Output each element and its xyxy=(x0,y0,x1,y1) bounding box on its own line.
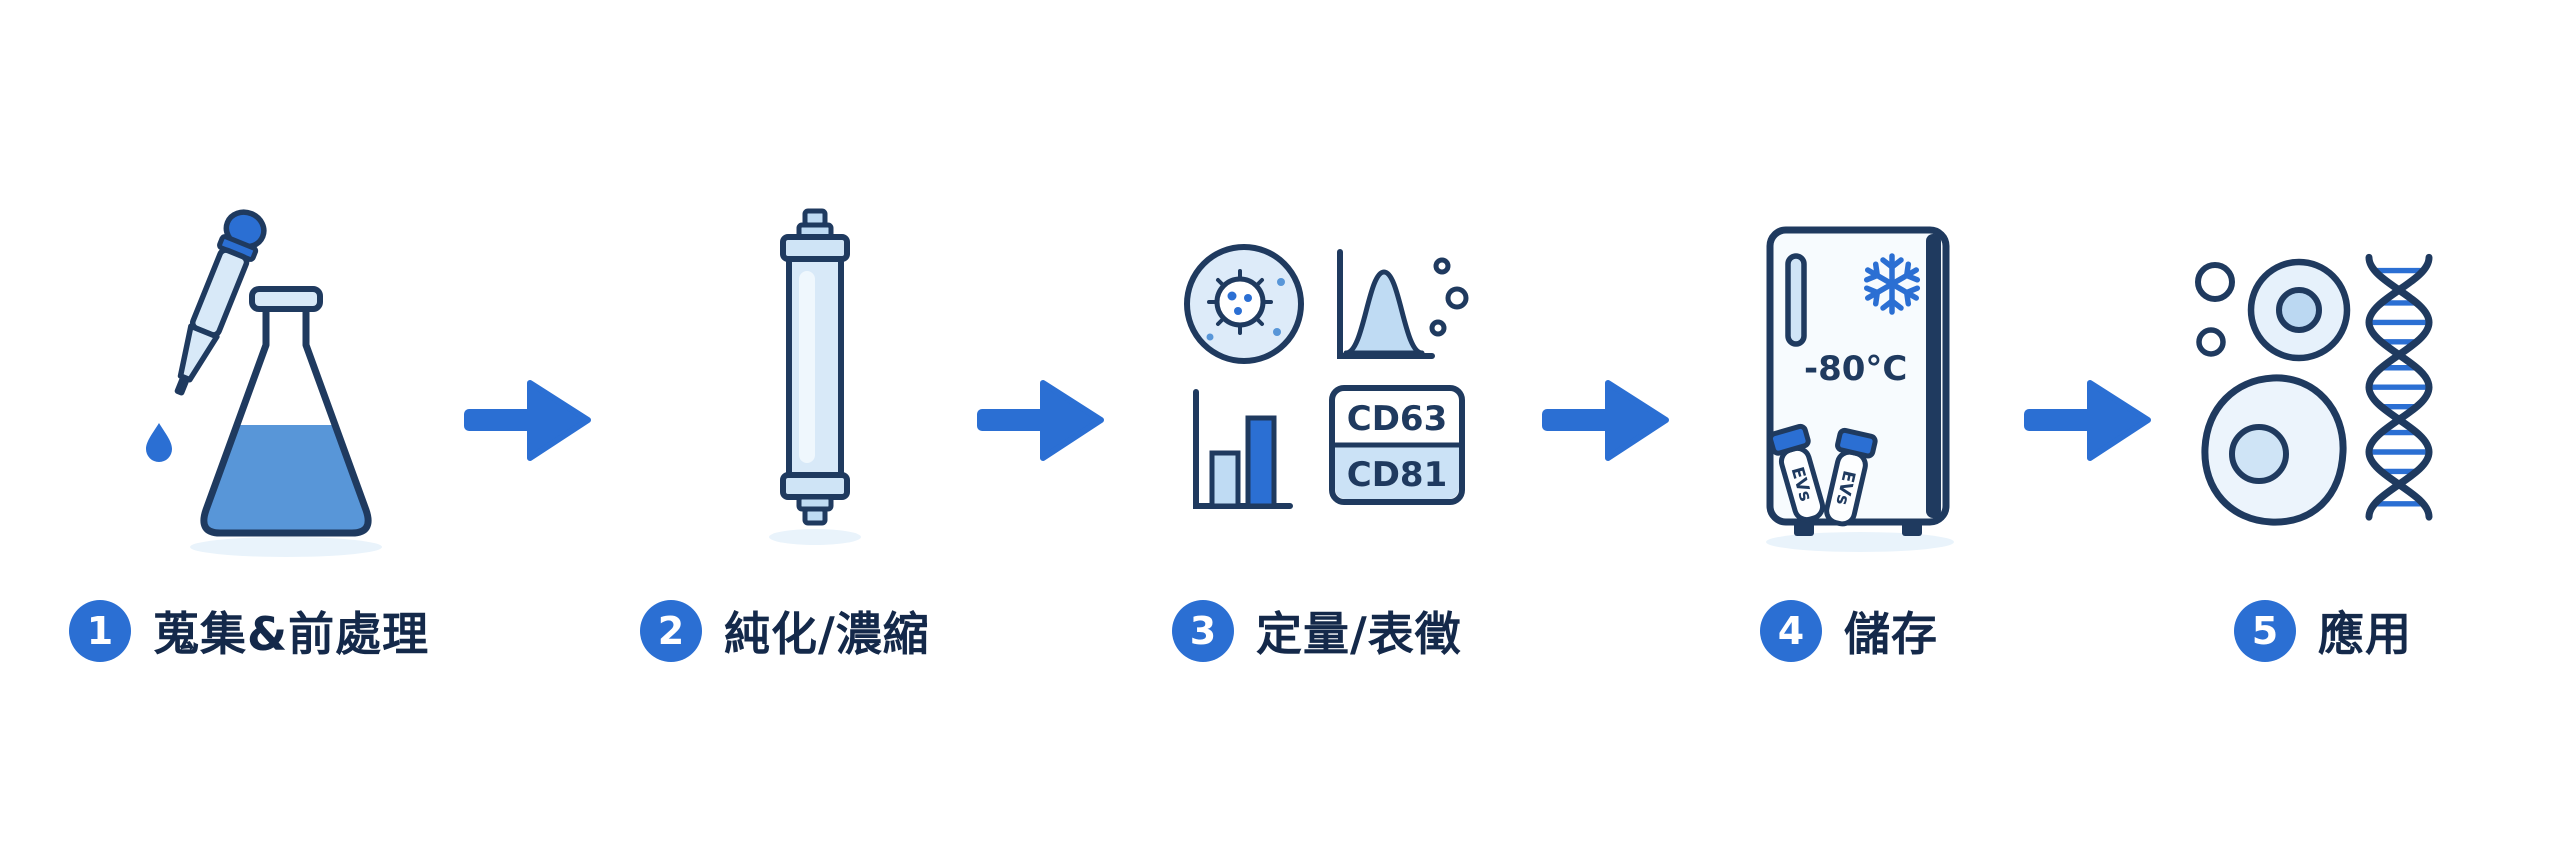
vesicle-dot xyxy=(1244,294,1252,302)
marker-cd63-label: CD63 xyxy=(1347,399,1448,439)
vesicle-dot xyxy=(1234,307,1242,315)
small-vesicle-circle xyxy=(2196,327,2226,357)
step-4-label: 4 儲存 xyxy=(1760,599,1938,663)
column-highlight xyxy=(799,271,815,463)
tube-cap xyxy=(1835,427,1878,459)
freezer-shadow xyxy=(1766,532,1954,552)
particle-dot xyxy=(1429,319,1447,337)
dropper-icon xyxy=(174,209,267,396)
size-distribution-chart-icon xyxy=(1337,249,1469,359)
ev-tube-icon: EVs xyxy=(1767,423,1826,523)
field-dot xyxy=(1273,328,1281,336)
marker-row-highlight xyxy=(1335,445,1459,499)
step-2-icon xyxy=(755,207,875,552)
freezer-door-edge xyxy=(1926,234,1941,518)
column-shadow xyxy=(769,529,861,545)
step-2-number-badge: 2 xyxy=(640,600,702,662)
freezer-foot xyxy=(1902,522,1922,536)
tube-cap xyxy=(1767,423,1811,456)
arrow-3 xyxy=(1540,373,1670,468)
chart-axes xyxy=(1337,249,1435,359)
step-3-label-text: 定量/表徵 xyxy=(1256,607,1462,661)
arrow-1 xyxy=(462,373,592,468)
cells-dna-icon xyxy=(2195,253,2433,526)
right-arrow-icon xyxy=(977,380,1104,461)
freezer-handle xyxy=(1785,253,1807,347)
bar-tall xyxy=(1245,415,1277,509)
flask-icon xyxy=(200,286,372,537)
step-5-label: 5 應用 xyxy=(2234,599,2412,663)
dropper-taper xyxy=(177,323,220,383)
vesicle-microscopy-icon xyxy=(1184,244,1304,364)
step-1-number-badge: 1 xyxy=(69,600,131,662)
temperature-label: -80°C xyxy=(1804,349,1907,389)
cell-icon xyxy=(2201,374,2347,526)
dna-helix-icon xyxy=(2365,253,2433,521)
freezer-foot xyxy=(1794,522,1814,536)
step-5-label-text: 應用 xyxy=(2318,607,2412,661)
dropper-tip xyxy=(174,376,189,396)
snowflake-icon xyxy=(1863,253,1921,315)
right-arrow-icon xyxy=(2024,380,2151,461)
step-5-icon xyxy=(2195,248,2445,540)
step-1-label-text: 蒐集&前處理 xyxy=(153,607,430,661)
step-3-icon: CD63 CD81 xyxy=(1180,240,1475,515)
step-5-number-badge: 5 xyxy=(2234,600,2296,662)
step-1-icon xyxy=(130,195,390,565)
step-3-number-badge: 3 xyxy=(1172,600,1234,662)
freezer-icon: -80°C EVs EVs xyxy=(1766,226,1954,552)
particle-dot xyxy=(1433,257,1451,275)
step-4-label-text: 儲存 xyxy=(1844,607,1938,661)
droplet-icon xyxy=(146,423,172,462)
field-dot xyxy=(1206,333,1214,341)
marker-cd81-label: CD81 xyxy=(1347,455,1448,495)
arrow-4 xyxy=(2022,373,2152,468)
purification-column-icon xyxy=(769,208,861,545)
small-vesicle-circle xyxy=(2195,262,2235,302)
dropper-body xyxy=(189,247,250,338)
column-bottom-tip xyxy=(802,506,828,526)
bar-short xyxy=(1209,450,1241,509)
column-bottom-cap xyxy=(780,472,850,500)
flask-rim xyxy=(249,286,323,312)
particle-dot xyxy=(1445,286,1469,310)
dropper-flask-icon xyxy=(146,209,382,557)
dna-strand xyxy=(2365,253,2433,521)
step-4-icon: -80°C EVs EVs xyxy=(1742,222,1977,557)
cell-icon xyxy=(2247,258,2351,362)
freezer-body xyxy=(1766,226,1950,526)
step-2-label: 2 純化/濃縮 xyxy=(640,599,930,663)
bar-chart-icon xyxy=(1193,389,1293,509)
step-1-label: 1 蒐集&前處理 xyxy=(69,599,429,663)
step-3-label: 3 定量/表徵 xyxy=(1172,599,1462,663)
step-2-label-text: 純化/濃縮 xyxy=(724,607,930,661)
step-4-number-badge: 4 xyxy=(1760,600,1822,662)
column-top-cap xyxy=(780,234,850,262)
cell-nucleus xyxy=(2276,287,2322,333)
cell-nucleus xyxy=(2229,424,2289,484)
vesicle-spikes xyxy=(1207,269,1273,335)
marker-labels-box: CD63 CD81 xyxy=(1329,385,1465,505)
right-arrow-icon xyxy=(1542,380,1669,461)
distribution-peak xyxy=(1343,269,1425,356)
vesicle-dot xyxy=(1227,291,1237,301)
flask-shadow xyxy=(190,537,382,557)
flask-liquid xyxy=(203,425,369,533)
dna-strand xyxy=(2365,253,2433,521)
field-dot xyxy=(1277,278,1285,286)
arrow-2 xyxy=(975,373,1105,468)
right-arrow-icon xyxy=(464,380,591,461)
characterization-charts-icon: CD63 CD81 xyxy=(1184,244,1469,509)
ev-tube-icon: EVs xyxy=(1824,427,1878,527)
